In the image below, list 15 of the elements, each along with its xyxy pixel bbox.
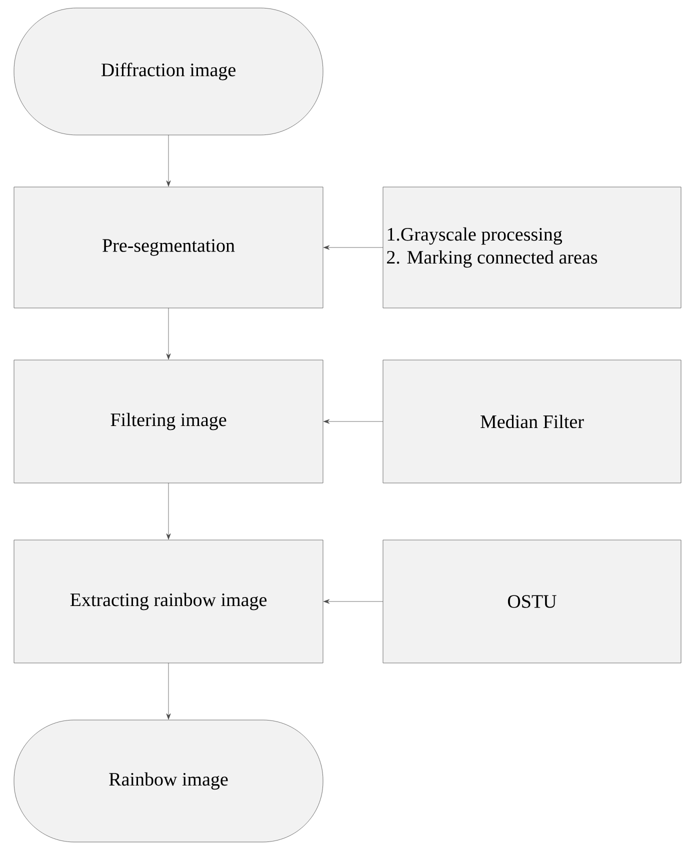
arrow — [166, 482, 171, 540]
arrow — [323, 245, 384, 250]
arrow — [166, 134, 171, 187]
terminal-box: Rainbow image — [14, 720, 324, 842]
process-box: Extracting rainbow image — [14, 540, 324, 664]
process-box: Filtering image — [14, 360, 324, 484]
arrow — [166, 662, 171, 720]
process-box: Median Filter — [382, 360, 682, 484]
terminal-box: Diffraction image — [14, 8, 324, 136]
arrow — [166, 308, 171, 360]
process-box: Pre-segmentation — [14, 186, 324, 308]
process-box: 1.Grayscale processing 2. Marking connected areas — [382, 186, 682, 308]
arrow — [323, 419, 384, 424]
process-box: OSTU — [382, 540, 682, 664]
arrow — [323, 599, 384, 604]
